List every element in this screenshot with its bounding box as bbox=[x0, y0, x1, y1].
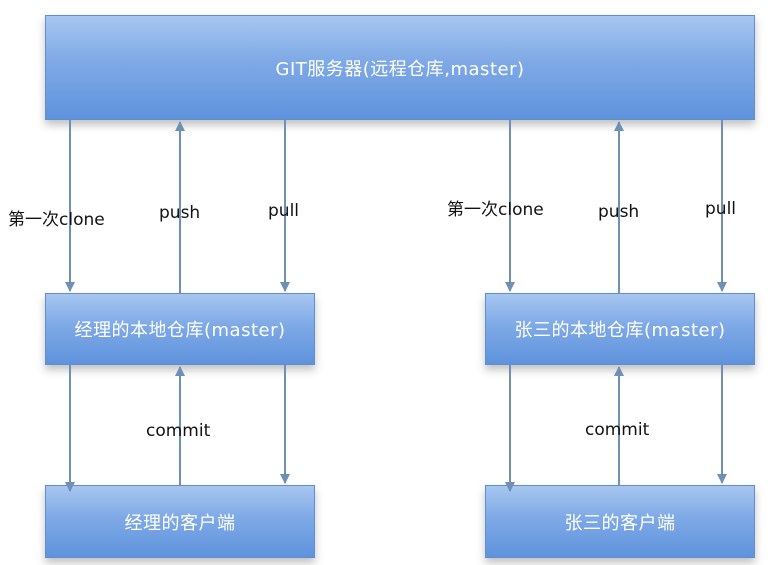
manager-local-repo-label: 经理的本地仓库(master) bbox=[74, 320, 286, 341]
git-server-box: GIT服务器(远程仓库,master) bbox=[45, 15, 755, 120]
git-server-label: GIT服务器(远程仓库,master) bbox=[275, 58, 525, 80]
manager-commit-label: commit bbox=[146, 421, 211, 441]
zhangsan-pull-label: pull bbox=[705, 199, 737, 219]
manager-clone-label: 第一次clone bbox=[8, 210, 105, 230]
zhangsan-client-box: 张三的客户端 bbox=[485, 485, 755, 558]
zhangsan-local-repo-box: 张三的本地仓库(master) bbox=[485, 293, 755, 365]
manager-pull-label: pull bbox=[268, 201, 300, 221]
zhangsan-commit-label: commit bbox=[585, 420, 650, 440]
manager-push-label: push bbox=[159, 203, 201, 223]
manager-client-label: 经理的客户端 bbox=[124, 512, 236, 534]
zhangsan-local-repo-label: 张三的本地仓库(master) bbox=[514, 320, 726, 341]
manager-client-box: 经理的客户端 bbox=[45, 485, 315, 558]
zhangsan-client-label: 张三的客户端 bbox=[564, 512, 676, 534]
manager-local-repo-box: 经理的本地仓库(master) bbox=[45, 293, 315, 365]
zhangsan-clone-label: 第一次clone bbox=[447, 200, 544, 220]
zhangsan-push-label: push bbox=[598, 202, 640, 222]
